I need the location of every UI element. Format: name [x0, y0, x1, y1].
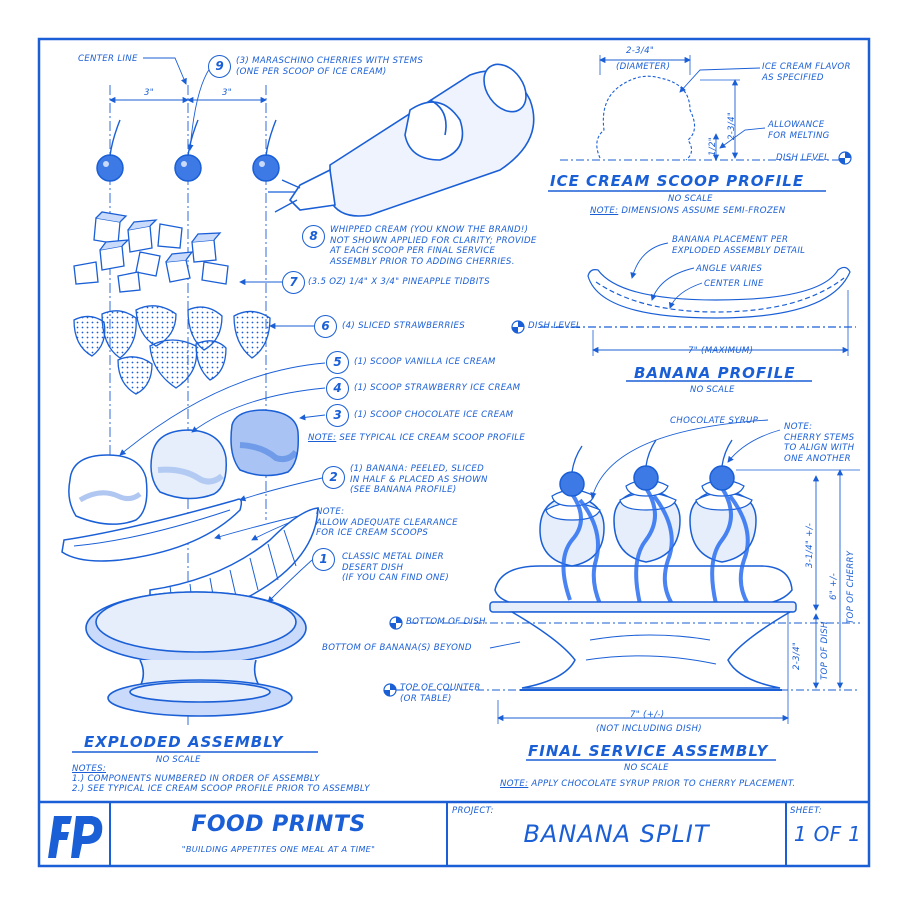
scoop-note-text: DIMENSIONS ASSUME SEMI-FROZEN — [618, 206, 786, 216]
note-text: SEE TYPICAL ICE CREAM SCOOP PROFILE — [336, 433, 526, 443]
note-1: 1.) COMPONENTS NUMBERED IN ORDER OF ASSE… — [72, 774, 320, 784]
final-note-text: APPLY CHOCOLATE SYRUP PRIOR TO CHERRY PL… — [528, 779, 796, 789]
callout-1-text: CLASSIC METAL DINER DESERT DISH (IF YOU … — [342, 552, 450, 583]
callout-7-text: (3.5 OZ) 1/4" X 3/4" PINEAPPLE TIDBITS — [308, 277, 490, 287]
banana-profile-drawing — [540, 242, 856, 356]
spacing-left-label: 3" — [144, 88, 155, 98]
callout-9-badge: 9 — [208, 55, 231, 78]
callout-3-note: NOTE: SEE TYPICAL ICE CREAM SCOOP PROFIL… — [308, 433, 525, 444]
final-note: NOTE: APPLY CHOCOLATE SYRUP PRIOR TO CHE… — [500, 779, 795, 790]
final-width-label: (NOT INCLUDING DISH) — [596, 724, 702, 734]
whipped-cream-can — [268, 63, 535, 217]
notes-heading: NOTES: — [72, 764, 106, 775]
top-cherry-label: TOP OF CHERRY — [846, 550, 856, 624]
exploded-scoops — [68, 409, 300, 525]
clearance-note: NOTE: ALLOW ADEQUATE CLEARANCE FOR ICE C… — [316, 507, 458, 538]
callout-2-text: (1) BANANA: PEELED, SLICED IN HALF & PLA… — [350, 464, 488, 495]
final-width-dim: 7" (+/-) — [630, 710, 665, 720]
callout-5-text: (1) SCOOP VANILLA ICE CREAM — [354, 357, 496, 367]
note-2: 2.) SEE TYPICAL ICE CREAM SCOOP PROFILE … — [72, 784, 370, 794]
final-assembly-title: FINAL SERVICE ASSEMBLY — [528, 742, 769, 760]
callout-6-text: (4) SLICED STRAWBERRIES — [342, 321, 465, 331]
callout-2-badge: 2 — [322, 466, 345, 489]
banana-dish-level: DISH LEVEL — [528, 321, 582, 331]
melting-label: ALLOWANCE FOR MELTING — [768, 120, 830, 141]
scoop-profile-title: ICE CREAM SCOOP PROFILE — [550, 172, 805, 190]
bottom-banana-label: BOTTOM OF BANANA(S) BEYOND — [322, 643, 472, 653]
callout-4-text: (1) SCOOP STRAWBERRY ICE CREAM — [354, 383, 521, 393]
banana-max-dim: 7" (MAXIMUM) — [688, 346, 754, 356]
banana-profile-title: BANANA PROFILE — [634, 364, 796, 382]
callout-3-badge: 3 — [326, 404, 349, 427]
melt-dim: 1/2" — [708, 137, 718, 156]
callout-3-text: (1) SCOOP CHOCOLATE ICE CREAM — [354, 410, 514, 420]
final-height-2: 6" +/- — [829, 572, 839, 600]
project-name: BANANA SPLIT — [523, 820, 710, 848]
callout-9-text: (3) MARASCHINO CHERRIES WITH STEMS (ONE … — [236, 56, 424, 77]
scoop-profile-drawing — [560, 55, 840, 161]
top-dish-label: TOP OF DISH — [820, 621, 830, 680]
bottom-dish-label: BOTTOM OF DISH — [406, 617, 486, 627]
stems-note: NOTE: CHERRY STEMS TO ALIGN WITH ONE ANO… — [784, 422, 855, 464]
angle-label: ANGLE VARIES — [696, 264, 763, 274]
syrup-label: CHOCOLATE SYRUP — [670, 416, 759, 426]
final-assembly-drawing — [489, 439, 797, 691]
notes-heading-text: NOTES: — [72, 764, 107, 774]
callout-8-badge: 8 — [302, 225, 325, 248]
scoop-dish-level: DISH LEVEL — [776, 153, 830, 163]
final-scale: NO SCALE — [624, 762, 669, 772]
sheet-label: SHEET: — [790, 806, 822, 816]
final-height-3: 2-3/4" — [792, 641, 802, 670]
scoop-width-label: (DIAMETER) — [616, 62, 671, 72]
final-height-1: 3-1/4" +/- — [805, 522, 815, 568]
callout-5-badge: 5 — [326, 351, 349, 374]
note-label: NOTE: — [308, 433, 337, 443]
exploded-scale: NO SCALE — [156, 754, 201, 764]
callout-4-badge: 4 — [326, 377, 349, 400]
company-tagline: "BUILDING APPETITES ONE MEAL AT A TIME" — [181, 844, 376, 854]
banana-placement-label: BANANA PLACEMENT PER EXPLODED ASSEMBLY D… — [672, 235, 806, 256]
cherry-group — [96, 119, 280, 182]
scoop-note-label: NOTE: — [590, 206, 619, 216]
scoop-width-dim: 2-3/4" — [626, 46, 655, 56]
banana-profile-scale: NO SCALE — [690, 384, 735, 394]
scoop-height-dim: 2-3/4" — [727, 111, 737, 140]
counter-label: TOP OF COUNTER (OR TABLE) — [400, 683, 481, 704]
dish-level-symbol — [838, 151, 852, 165]
spacing-right-label: 3" — [222, 88, 233, 98]
callout-1-badge: 1 — [312, 548, 335, 571]
banana-center-label: CENTER LINE — [704, 279, 764, 289]
callout-8-text: WHIPPED CREAM (YOU KNOW THE BRAND!) NOT … — [330, 225, 537, 267]
scoop-profile-scale: NO SCALE — [668, 193, 713, 203]
sheet-number: 1 OF 1 — [793, 822, 862, 846]
fp-logo — [48, 816, 103, 858]
final-note-label: NOTE: — [500, 779, 529, 789]
company-name: FOOD PRINTS — [191, 812, 366, 837]
sliced-strawberries — [73, 305, 271, 395]
pineapple-tidbits — [73, 211, 229, 293]
center-line-label: CENTER LINE — [78, 54, 138, 64]
flavor-label: ICE CREAM FLAVOR AS SPECIFIED — [762, 62, 851, 83]
callout-7-badge: 7 — [282, 271, 305, 294]
exploded-dish — [85, 591, 307, 717]
scoop-profile-note: NOTE: DIMENSIONS ASSUME SEMI-FROZEN — [590, 206, 786, 217]
exploded-assembly-title: EXPLODED ASSEMBLY — [84, 733, 284, 751]
callout-6-badge: 6 — [314, 315, 337, 338]
project-label: PROJECT: — [452, 806, 494, 816]
